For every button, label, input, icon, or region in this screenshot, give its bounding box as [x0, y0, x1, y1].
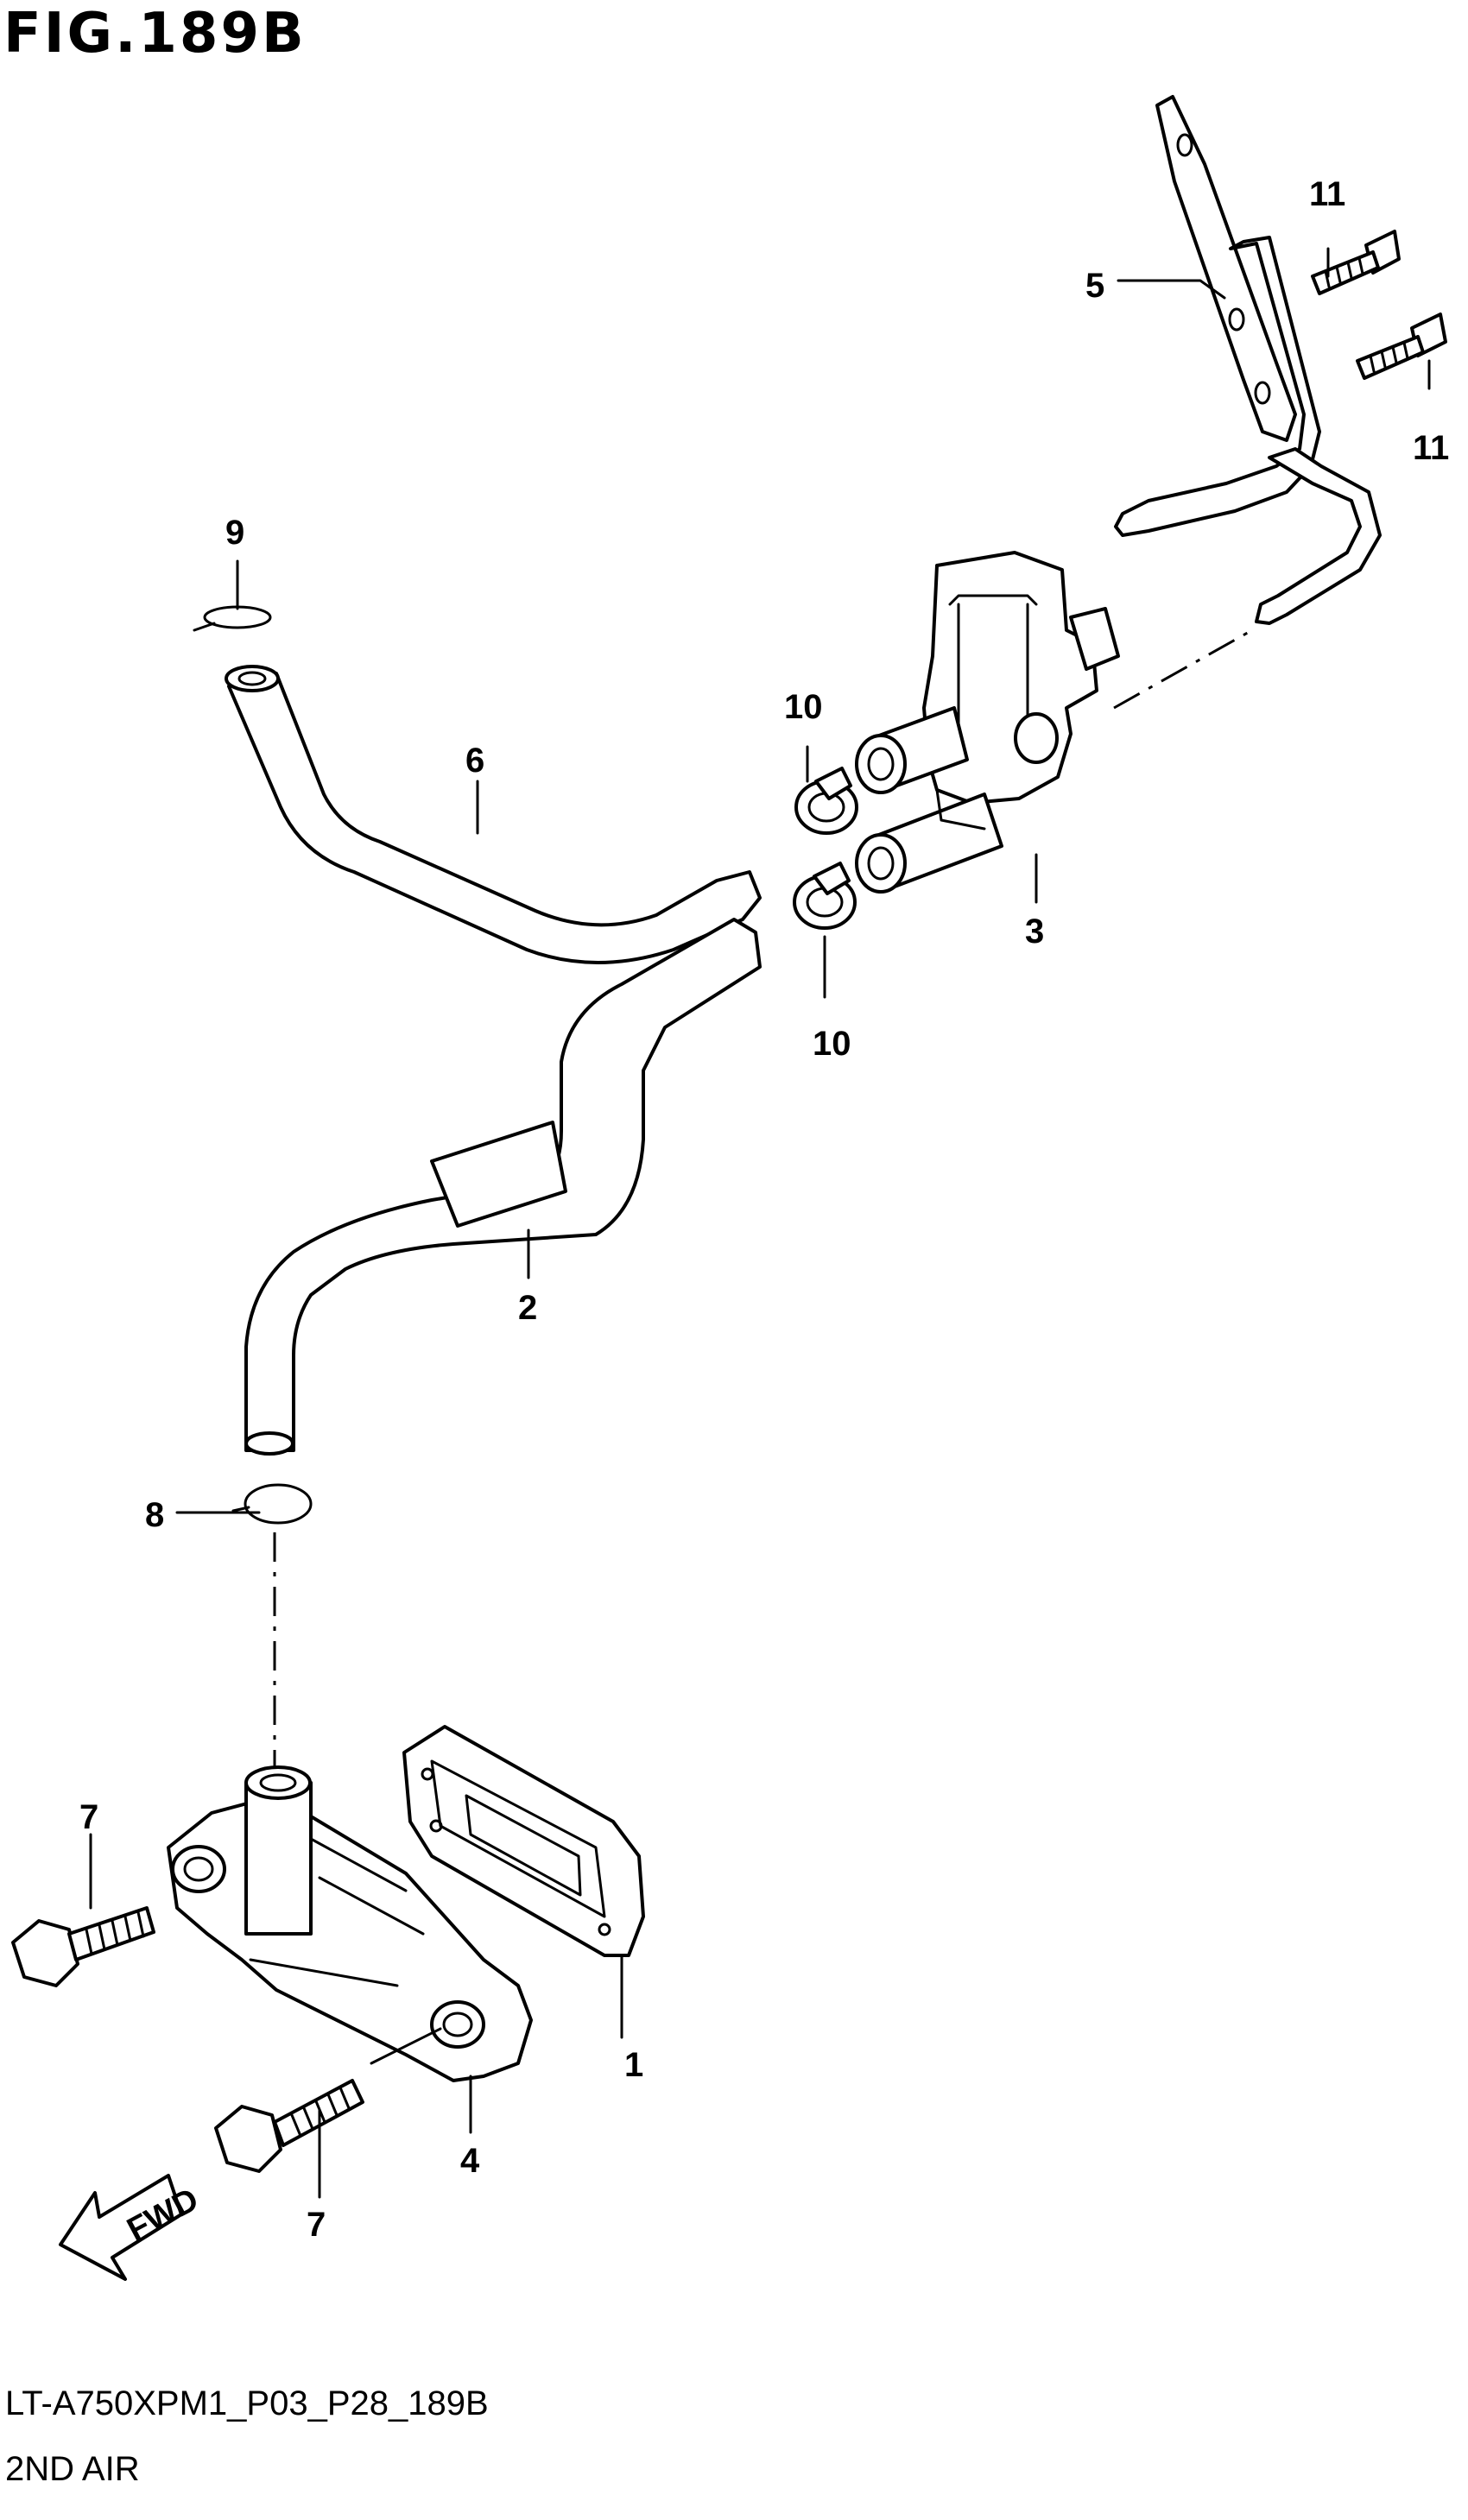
clamp-part-10-top	[794, 767, 858, 835]
bracket-part-4	[167, 1765, 533, 2082]
drawing-code: LT-A750XPM1_P03_P28_189B	[5, 2384, 489, 2422]
bolt-part-7-top	[11, 1906, 155, 1987]
callout-7-bottom: 7	[307, 2206, 326, 2244]
callout-7-top: 7	[79, 1798, 98, 1836]
callout-10-bottom: 10	[813, 1025, 851, 1063]
callout-6: 6	[465, 742, 484, 780]
figure-title: FIG.189B	[3, 2, 307, 66]
leader-bolt-to-bracket	[370, 2027, 442, 2065]
clip-part-9	[193, 605, 272, 632]
hose-part-2	[244, 918, 762, 1456]
leader-valve-to-pipe	[1113, 628, 1253, 710]
callout-9: 9	[225, 514, 244, 552]
bolt-part-11-top	[1311, 230, 1401, 295]
bracket-part-5	[1114, 95, 1382, 625]
clip-part-8	[231, 1483, 313, 1525]
callout-5: 5	[1085, 267, 1104, 305]
valve-part-3	[855, 551, 1120, 894]
callout-3: 3	[1025, 913, 1044, 951]
bolt-part-11-bottom	[1356, 313, 1447, 380]
callout-11-top: 11	[1309, 175, 1345, 213]
callout-1: 1	[624, 2046, 643, 2084]
callout-4: 4	[460, 2142, 480, 2180]
clamp-part-10-bottom	[793, 862, 857, 930]
hose-part-6	[225, 665, 762, 964]
fwd-direction-arrow	[59, 2174, 183, 2281]
callout-8: 8	[145, 1496, 164, 1534]
section-name: 2ND AIR	[5, 2450, 140, 2488]
gasket-part-1	[402, 1725, 645, 1957]
bolt-part-7-bottom	[214, 2079, 364, 2173]
callout-2: 2	[518, 1289, 537, 1327]
callout-10-top: 10	[784, 688, 823, 726]
callout-11-bottom: 11	[1413, 429, 1449, 467]
leader-lines	[89, 247, 1431, 2199]
